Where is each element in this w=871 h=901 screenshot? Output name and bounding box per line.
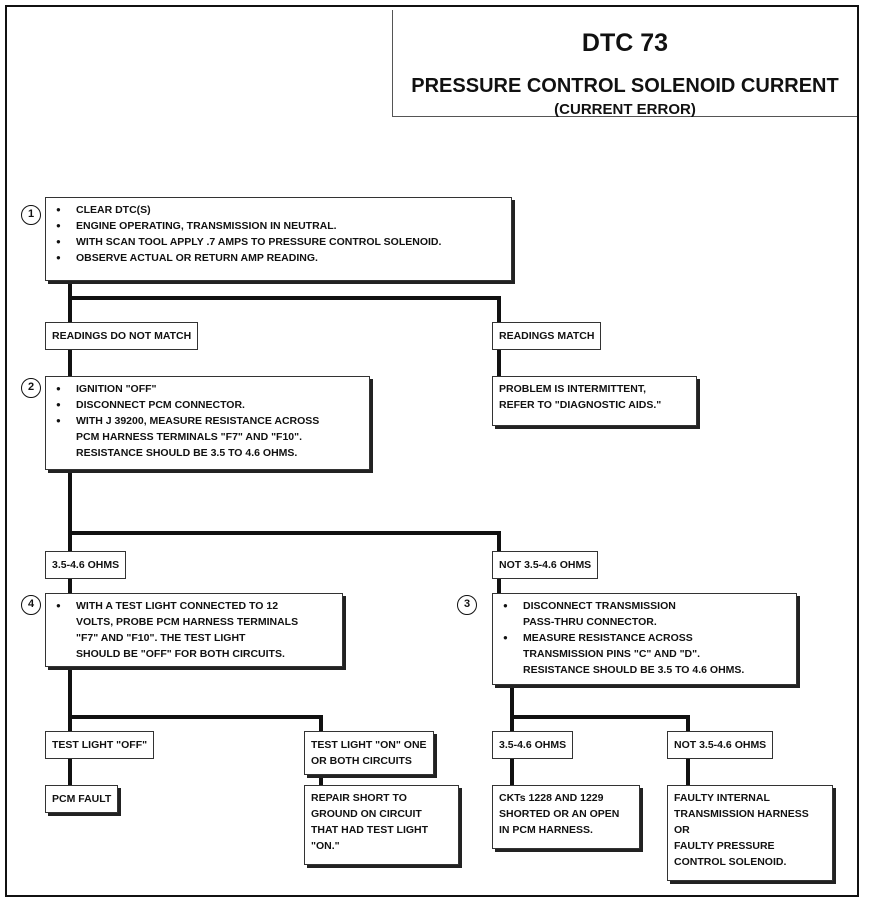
diagram-frame bbox=[5, 5, 859, 897]
result-repair-short-text: REPAIR SHORT TO GROUND ON CIRCUIT THAT H… bbox=[311, 792, 429, 852]
label-ohms-out-range-2: NOT 3.5-4.6 OHMS bbox=[667, 731, 774, 759]
step3-item: MEASURE RESISTANCE ACROSS TRANSMISSION P… bbox=[503, 630, 790, 678]
step1-box: CLEAR DTC(S) ENGINE OPERATING, TRANSMISS… bbox=[45, 197, 512, 281]
page-title: PRESSURE CONTROL SOLENOID CURRENT bbox=[411, 75, 839, 97]
label-ohms-in-range: 3.5-4.6 OHMS bbox=[45, 551, 127, 579]
step1-item: WITH SCAN TOOL APPLY .7 AMPS TO PRESSURE… bbox=[56, 234, 505, 250]
step2-item: DISCONNECT PCM CONNECTOR. bbox=[56, 397, 363, 413]
connector-step2-branch bbox=[68, 468, 501, 553]
step3-box: DISCONNECT TRANSMISSION PASS-THRU CONNEC… bbox=[492, 593, 797, 685]
label-test-light-off: TEST LIGHT "OFF" bbox=[45, 731, 155, 759]
step4-item: WITH A TEST LIGHT CONNECTED TO 12 VOLTS,… bbox=[56, 598, 336, 662]
result-faulty-harness: FAULTY INTERNAL TRANSMISSION HARNESS OR … bbox=[667, 785, 833, 881]
title-block: DTC 73 PRESSURE CONTROL SOLENOID CURRENT… bbox=[392, 10, 857, 118]
label-readings-match: READINGS MATCH bbox=[492, 322, 602, 350]
connector-step4-branch bbox=[68, 665, 323, 733]
result-ckts-shorted: CKTs 1228 AND 1229 SHORTED OR AN OPEN IN… bbox=[492, 785, 640, 849]
connector-step1-branch bbox=[68, 279, 501, 324]
connector-step3-branch bbox=[510, 683, 690, 733]
page-subtitle: (CURRENT ERROR) bbox=[554, 101, 696, 118]
step2-item: IGNITION "OFF" bbox=[56, 381, 363, 397]
step-number-4: 4 bbox=[21, 595, 41, 615]
result-intermittent: PROBLEM IS INTERMITTENT, REFER TO "DIAGN… bbox=[492, 376, 697, 426]
step2-box: IGNITION "OFF" DISCONNECT PCM CONNECTOR.… bbox=[45, 376, 370, 470]
result-repair-short: REPAIR SHORT TO GROUND ON CIRCUIT THAT H… bbox=[304, 785, 459, 865]
label-readings-no-match: READINGS DO NOT MATCH bbox=[45, 322, 199, 350]
step1-item: OBSERVE ACTUAL OR RETURN AMP READING. bbox=[56, 250, 505, 266]
result-faulty-harness-text: FAULTY INTERNAL TRANSMISSION HARNESS OR … bbox=[674, 792, 809, 868]
step2-item: WITH J 39200, MEASURE RESISTANCE ACROSS … bbox=[56, 413, 363, 461]
step1-item: CLEAR DTC(S) bbox=[56, 202, 505, 218]
step1-item: ENGINE OPERATING, TRANSMISSION IN NEUTRA… bbox=[56, 218, 505, 234]
dtc-code: DTC 73 bbox=[581, 29, 669, 57]
step3-item: DISCONNECT TRANSMISSION PASS-THRU CONNEC… bbox=[503, 598, 790, 630]
step-number-1: 1 bbox=[21, 205, 41, 225]
result-intermittent-text: PROBLEM IS INTERMITTENT, REFER TO "DIAGN… bbox=[499, 383, 662, 411]
result-pcm-fault: PCM FAULT bbox=[45, 785, 119, 813]
step-number-3: 3 bbox=[457, 595, 477, 615]
step4-box: WITH A TEST LIGHT CONNECTED TO 12 VOLTS,… bbox=[45, 593, 343, 667]
step-number-2: 2 bbox=[21, 378, 41, 398]
result-ckts-shorted-text: CKTs 1228 AND 1229 SHORTED OR AN OPEN IN… bbox=[499, 792, 620, 836]
label-ohms-out-range: NOT 3.5-4.6 OHMS bbox=[492, 551, 599, 579]
label-test-light-on: TEST LIGHT "ON" ONE OR BOTH CIRCUITS bbox=[304, 731, 434, 775]
label-ohms-in-range-2: 3.5-4.6 OHMS bbox=[492, 731, 574, 759]
